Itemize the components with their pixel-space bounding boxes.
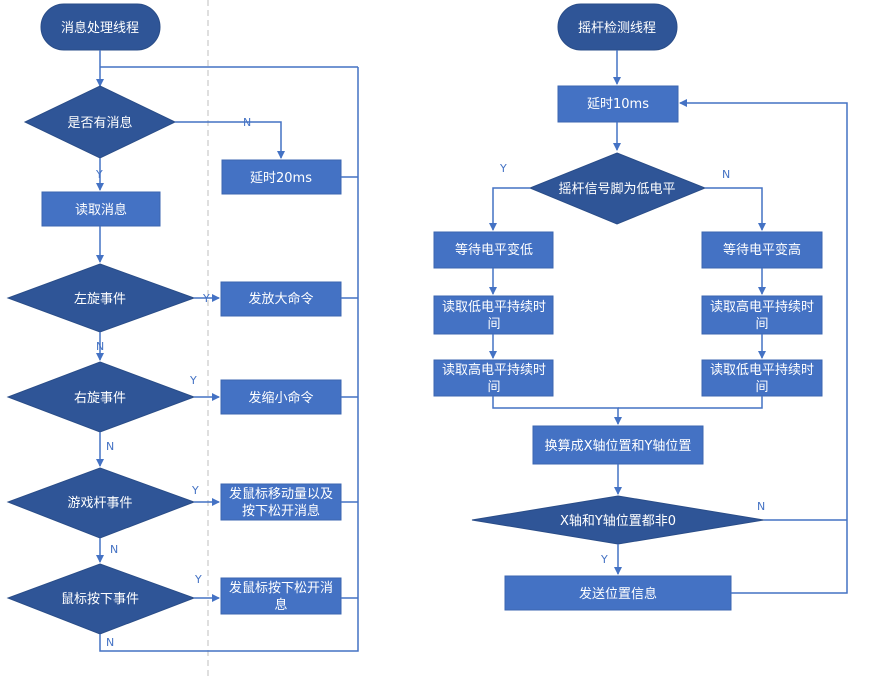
read-high-b-label-line1: 读取高电平持续时: [710, 299, 814, 315]
edge-label-n1: N: [243, 116, 251, 129]
left-rotate-label: 左旋事件: [74, 292, 126, 307]
right-delay-box[interactable]: [557, 85, 679, 123]
edge-label-n4: N: [110, 543, 118, 556]
zoom-in-label: 发放大命令: [248, 291, 313, 307]
pin-low-decision[interactable]: [528, 152, 707, 225]
wait-low-box[interactable]: [433, 231, 554, 269]
edge-label-y2: Y: [202, 292, 210, 305]
mouse-move-label-line2: 按下松开消息: [242, 503, 320, 519]
right-delay-label: 延时10ms: [587, 97, 649, 112]
read-high-b-label-line2: 间: [755, 317, 768, 332]
has-message-label: 是否有消息: [67, 115, 132, 131]
zoom-out-label: 发缩小命令: [248, 390, 313, 406]
mouse-move-label-line1: 发鼠标移动量以及: [229, 486, 333, 502]
read-low-b-label-line1: 读取低电平持续时: [710, 363, 814, 378]
press-release-label-line2: 息: [274, 597, 287, 613]
read-low-duration-box[interactable]: [433, 295, 554, 335]
read-high-duration-b-box[interactable]: [701, 295, 823, 335]
pin-low-label: 摇杆信号脚为低电平: [558, 181, 675, 197]
press-release-label-line1: 发鼠标按下松开消: [229, 580, 333, 596]
edge-label-r-y1: Y: [499, 162, 507, 175]
mouse-press-label: 鼠标按下事件: [61, 592, 139, 607]
edge-label-n3: N: [106, 440, 114, 453]
read-low-label-line2: 间: [487, 317, 500, 332]
send-position-label: 发送位置信息: [579, 586, 657, 602]
edge-label-y5: Y: [194, 573, 202, 586]
read-low-label-line1: 读取低电平持续时: [442, 300, 546, 315]
left-start-label: 消息处理线程: [61, 20, 139, 36]
right-flowchart: 摇杆检测线程 延时10ms 摇杆信号脚为低电平 Y N 等待电平变低 读取低电平…: [433, 3, 848, 611]
zoom-out-box[interactable]: [220, 379, 342, 415]
left-delay-box[interactable]: [221, 159, 342, 195]
read-message-box[interactable]: [41, 191, 161, 227]
edge-label-y3: Y: [189, 374, 197, 387]
edge-label-r-n2: N: [757, 500, 765, 513]
left-delay-label: 延时20ms: [250, 171, 312, 186]
send-position-box[interactable]: [504, 575, 732, 611]
press-release-box[interactable]: [220, 577, 342, 615]
left-flowchart: 消息处理线程 是否有消息 N 延时20ms Y 读取消息 左旋事件 Y 发放大命…: [6, 3, 359, 652]
read-high-label-line1: 读取高电平持续时: [442, 362, 546, 378]
nonzero-label: X轴和Y轴位置都非0: [560, 514, 676, 529]
convert-box[interactable]: [532, 425, 704, 465]
read-message-label: 读取消息: [75, 202, 127, 218]
right-rotate-label: 右旋事件: [74, 391, 126, 406]
wait-high-box[interactable]: [701, 231, 823, 269]
mouse-move-box[interactable]: [220, 483, 342, 521]
read-low-b-label-line2: 间: [755, 380, 768, 395]
edge-label-n5: N: [106, 636, 114, 649]
edge-label-y1: Y: [95, 168, 103, 181]
zoom-in-box[interactable]: [220, 281, 342, 317]
wait-high-label: 等待电平变高: [723, 242, 801, 258]
edge-label-r-y2: Y: [600, 553, 608, 566]
read-low-duration-b-box[interactable]: [701, 359, 823, 397]
right-start-label: 摇杆检测线程: [578, 21, 656, 36]
read-high-label-line2: 间: [487, 380, 500, 395]
read-high-duration-box[interactable]: [433, 359, 554, 397]
joystick-event-label: 游戏杆事件: [67, 496, 132, 511]
convert-label: 换算成X轴位置和Y轴位置: [545, 439, 692, 454]
edge-label-r-n1: N: [722, 168, 730, 181]
wait-low-label: 等待电平变低: [455, 242, 533, 258]
edge-label-y4: Y: [191, 484, 199, 497]
edge-label-n2: N: [96, 340, 104, 353]
